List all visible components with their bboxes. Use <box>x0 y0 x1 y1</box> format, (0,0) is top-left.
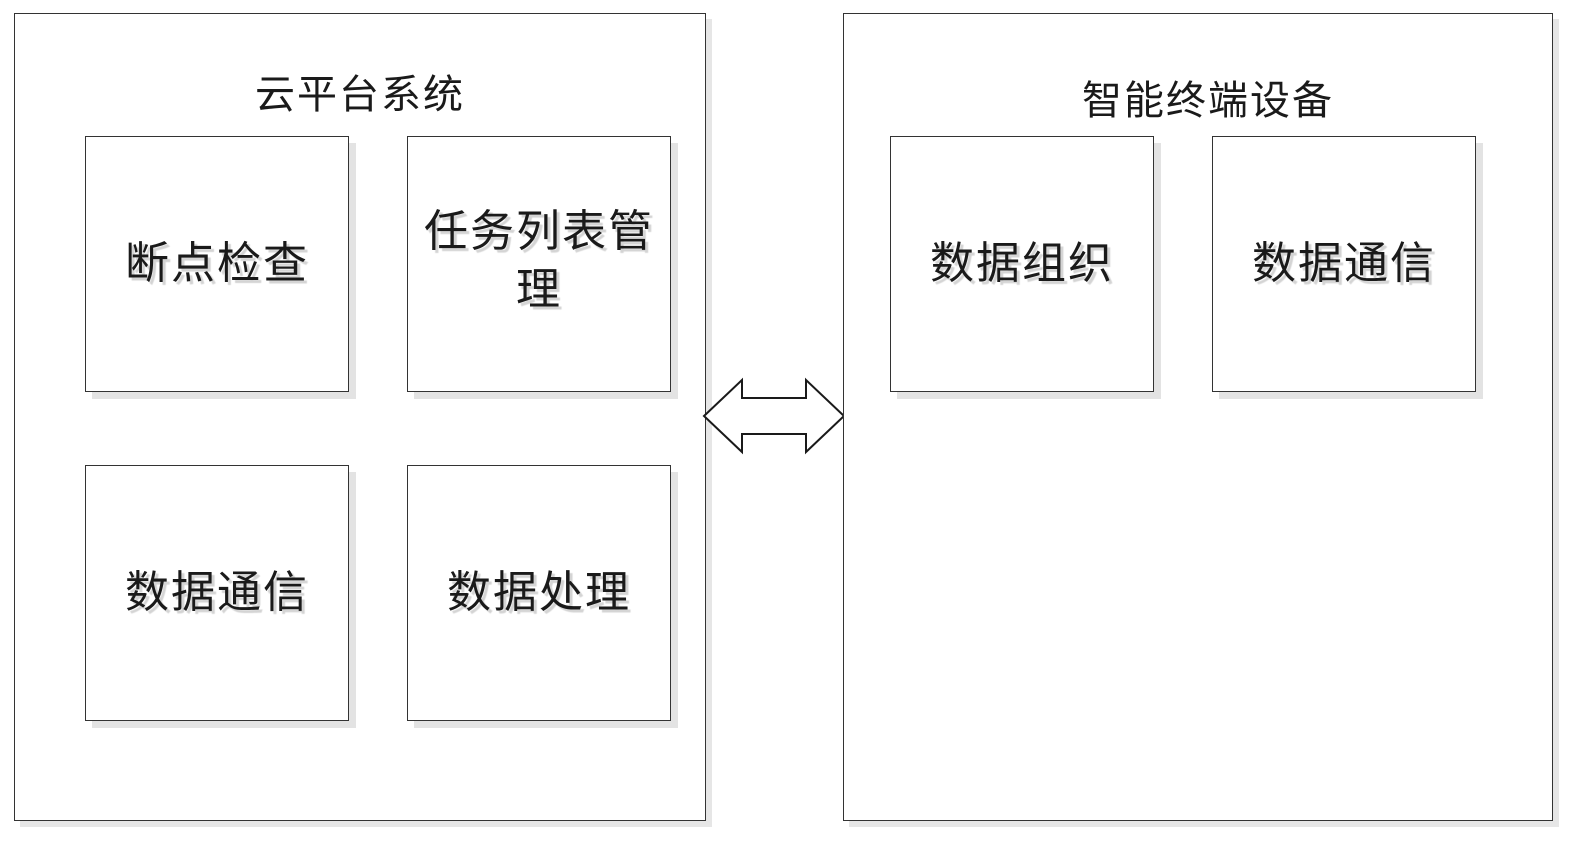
smart-terminal-title: 智能终端设备 <box>844 68 1552 126</box>
smart-terminal-panel: 智能终端设备 数据组织 数据通信 <box>843 13 1553 821</box>
data-organization-label: 数据组织 <box>924 235 1120 293</box>
task-list-management-label: 任务列表管理 <box>415 203 663 319</box>
cloud-data-communication-label: 数据通信 <box>119 564 315 622</box>
task-list-management-module: 任务列表管理 <box>407 136 671 392</box>
data-processing-module: 数据处理 <box>407 465 671 721</box>
cloud-data-communication-module: 数据通信 <box>85 465 349 721</box>
data-processing-label: 数据处理 <box>441 564 637 622</box>
breakpoint-check-label: 断点检查 <box>119 235 315 293</box>
data-organization-module: 数据组织 <box>890 136 1154 392</box>
bidirectional-arrow-icon <box>702 376 848 456</box>
breakpoint-check-module: 断点检查 <box>85 136 349 392</box>
terminal-data-communication-label: 数据通信 <box>1246 235 1442 293</box>
cloud-platform-title: 云平台系统 <box>15 62 705 120</box>
cloud-platform-panel: 云平台系统 断点检查 任务列表管理 数据通信 数据处理 <box>14 13 706 821</box>
terminal-data-communication-module: 数据通信 <box>1212 136 1476 392</box>
